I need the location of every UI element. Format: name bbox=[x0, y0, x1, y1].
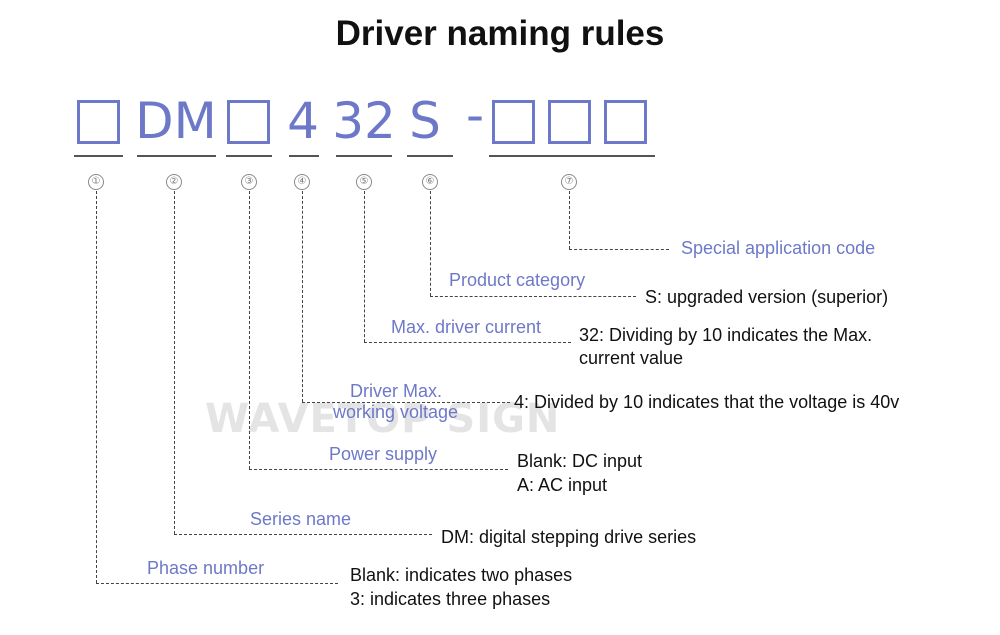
desc-phase-line1: Blank: indicates two phases bbox=[350, 565, 573, 585]
underline-7 bbox=[489, 155, 655, 157]
label-series-name: Series name bbox=[250, 509, 352, 529]
desc-power-line2: A: AC input bbox=[517, 475, 608, 495]
underline-1 bbox=[74, 155, 123, 157]
underline-2 bbox=[137, 155, 216, 157]
desc-series: DM: digital stepping drive series bbox=[441, 527, 697, 547]
desc-current-line2: current value bbox=[579, 348, 684, 368]
underline-4 bbox=[289, 155, 319, 157]
code-current: 32 bbox=[332, 92, 396, 150]
marker-4: ④ bbox=[294, 174, 310, 190]
desc-phase-line2: 3: indicates three phases bbox=[350, 589, 551, 609]
code-voltage: 4 bbox=[287, 92, 319, 150]
marker-7: ⑦ bbox=[561, 174, 577, 190]
page-title: Driver naming rules bbox=[335, 14, 665, 53]
marker-6: ⑥ bbox=[422, 174, 438, 190]
leader-horizontal-2 bbox=[174, 534, 432, 535]
underline-6 bbox=[407, 155, 453, 157]
leader-horizontal-3 bbox=[249, 469, 508, 470]
leader-vertical-6 bbox=[430, 191, 431, 296]
label-product-category: Product category bbox=[449, 270, 586, 290]
leader-vertical-4 bbox=[302, 191, 303, 402]
desc-power-line1: Blank: DC input bbox=[517, 451, 643, 471]
leader-vertical-1 bbox=[96, 191, 97, 583]
marker-5: ⑤ bbox=[356, 174, 372, 190]
desc-current-line1: 32: Dividing by 10 indicates the Max. bbox=[579, 325, 873, 345]
label-power-supply: Power supply bbox=[329, 444, 438, 464]
leader-vertical-7 bbox=[569, 191, 570, 249]
code-category: S bbox=[409, 92, 441, 150]
placeholder-box-7a bbox=[492, 100, 535, 144]
leader-vertical-5 bbox=[364, 191, 365, 342]
watermark: WAVETOP SIGN bbox=[205, 396, 561, 442]
leader-horizontal-5 bbox=[364, 342, 571, 343]
code-dash: - bbox=[465, 86, 485, 144]
marker-2: ② bbox=[166, 174, 182, 190]
placeholder-box-1 bbox=[77, 100, 120, 144]
desc-product-category: S: upgraded version (superior) bbox=[645, 287, 889, 307]
underline-5 bbox=[336, 155, 392, 157]
label-voltage-line2: working voltage bbox=[333, 402, 459, 422]
leader-vertical-3 bbox=[249, 191, 250, 469]
leader-horizontal-4 bbox=[302, 402, 510, 403]
leader-vertical-2 bbox=[174, 191, 175, 534]
code-dm: DM bbox=[135, 92, 217, 150]
label-special-application: Special application code bbox=[681, 238, 876, 258]
label-voltage-line1: Driver Max. bbox=[350, 381, 443, 401]
desc-voltage: 4: Divided by 10 indicates that the volt… bbox=[514, 392, 900, 412]
underline-3 bbox=[226, 155, 272, 157]
label-max-current: Max. driver current bbox=[391, 317, 542, 337]
marker-1: ① bbox=[88, 174, 104, 190]
marker-3: ③ bbox=[241, 174, 257, 190]
label-phase-number: Phase number bbox=[147, 558, 265, 578]
placeholder-box-7c bbox=[604, 100, 647, 144]
leader-horizontal-7 bbox=[569, 249, 669, 250]
placeholder-box-7b bbox=[548, 100, 591, 144]
leader-horizontal-6 bbox=[430, 296, 636, 297]
placeholder-box-3 bbox=[227, 100, 270, 144]
leader-horizontal-1 bbox=[96, 583, 338, 584]
